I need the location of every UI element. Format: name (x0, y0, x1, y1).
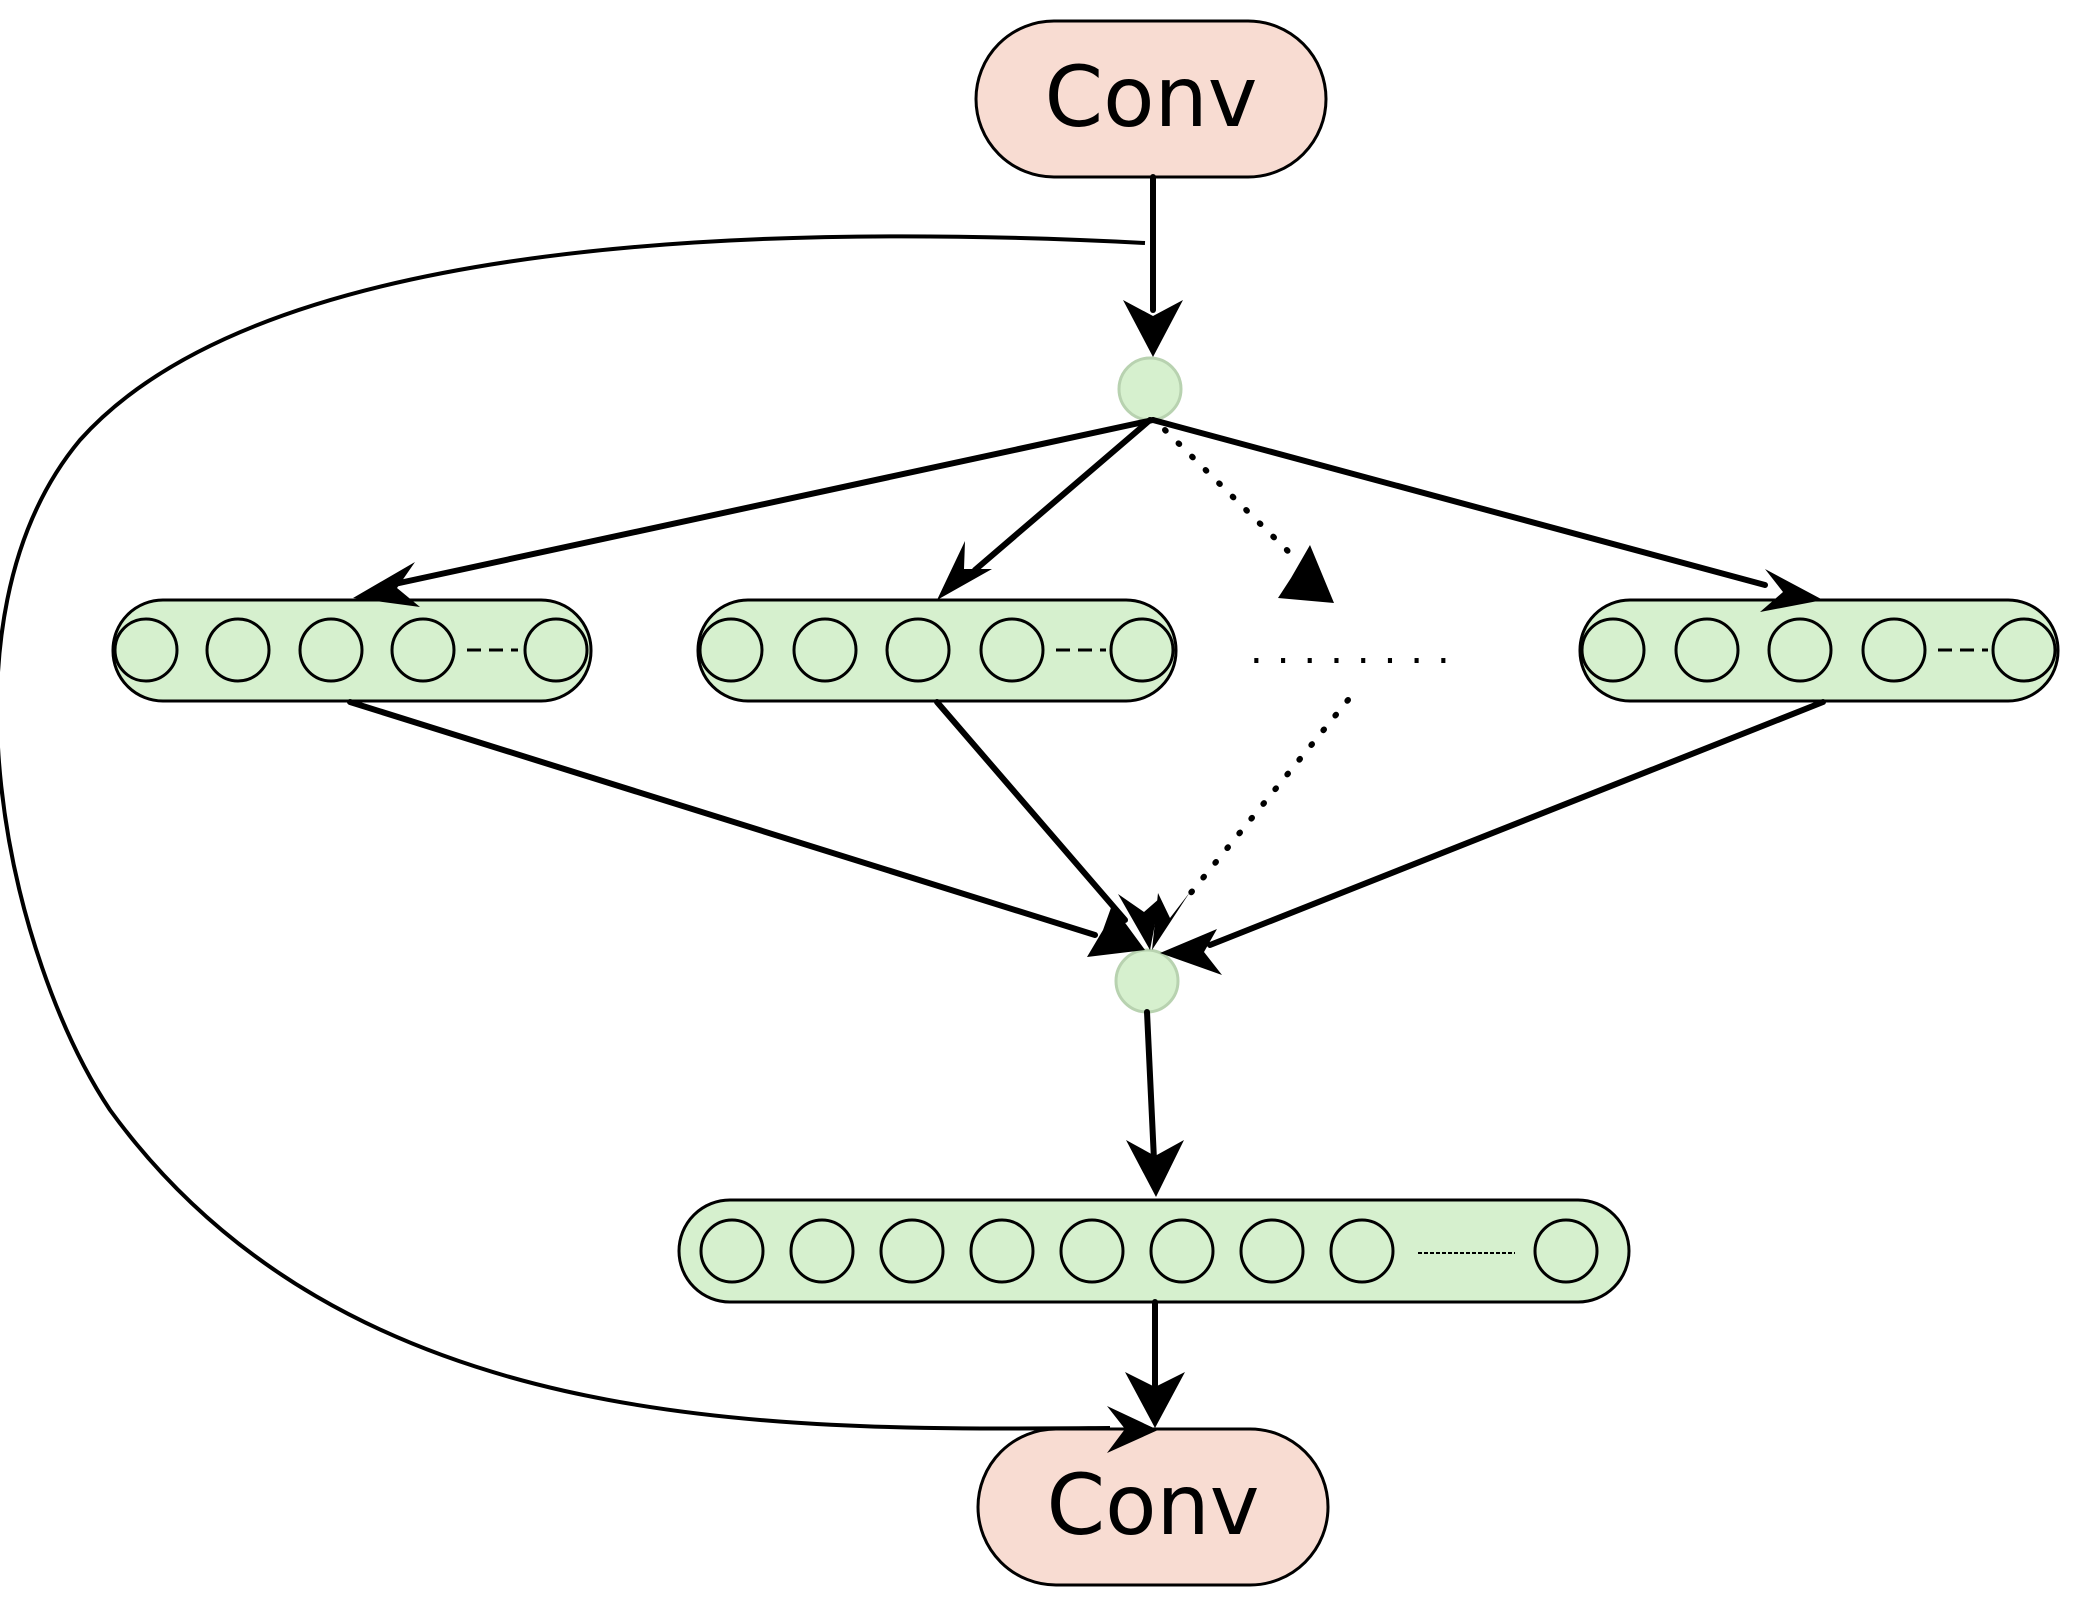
conv-block-top: Conv (974, 19, 1328, 179)
conv-block-bottom: Conv (976, 1427, 1330, 1587)
merge-node (1114, 948, 1180, 1014)
arrow-head-merge-dotted (1152, 892, 1190, 950)
branch-layer-2 (696, 598, 1178, 703)
arrow-head-skip (1107, 1406, 1158, 1453)
fused-layer (677, 1198, 1631, 1304)
branch-layer-n (1578, 598, 2060, 703)
conv-top-label: Conv (1045, 48, 1258, 146)
arrowheads (353, 300, 1823, 1453)
skip-connection (0, 234, 1146, 1431)
conv-bottom-label: Conv (1047, 1456, 1260, 1554)
arrow-head-branch-1 (353, 562, 420, 607)
arrow-head-split (1123, 300, 1183, 357)
arrow-head-merge-left (1087, 905, 1145, 957)
arrow-head-branch-n (1760, 569, 1823, 612)
connectors (347, 174, 1826, 1388)
dotted-connectors (1162, 427, 1351, 903)
split-node (1117, 356, 1183, 422)
arrow-head-dotted-top (1278, 545, 1334, 603)
arrow-head-bottom-conv (1125, 1372, 1185, 1428)
branches-ellipsis: ........ (1250, 627, 1464, 673)
arrow-head-branch-2 (937, 541, 992, 600)
arrow-head-fused (1126, 1140, 1184, 1197)
arrow-head-merge-center (1118, 894, 1160, 950)
branch-layer-1 (111, 598, 593, 703)
arrow-head-merge-right (1160, 929, 1222, 975)
